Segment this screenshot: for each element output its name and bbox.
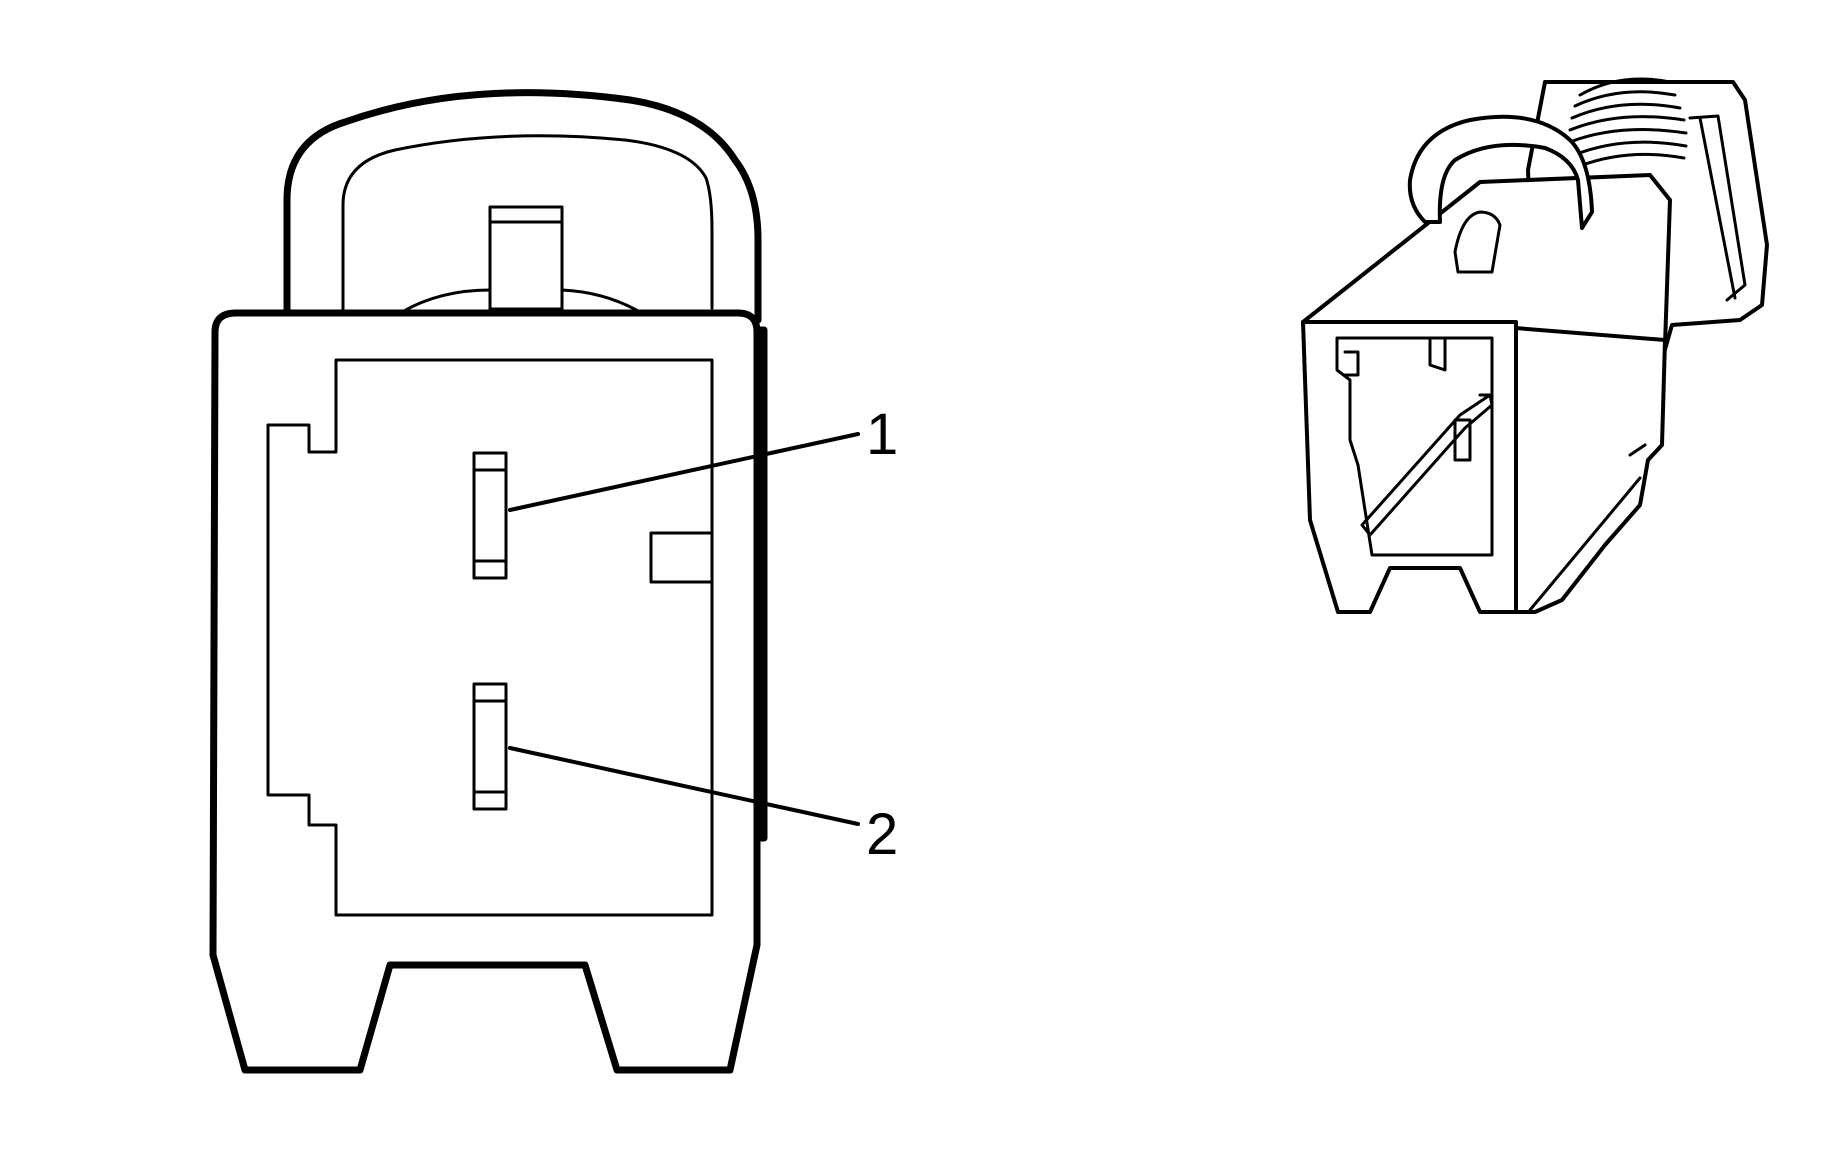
- leader-line-2: [508, 746, 860, 826]
- callout-label-2: 2: [866, 802, 898, 867]
- wire-seal-ribs: [1568, 77, 1688, 168]
- front-face: [1301, 320, 1518, 614]
- lock-loop-outer: [283, 89, 762, 324]
- leader-line-1: [508, 432, 860, 512]
- lock-loop-inner: [341, 134, 714, 314]
- connector-body: [209, 309, 761, 1074]
- terminal-2: [472, 682, 508, 811]
- latch-arc: [400, 288, 642, 314]
- connector-isometric-view: [1301, 77, 1769, 614]
- key-notch: [649, 531, 714, 584]
- callout-label-1: 1: [866, 402, 898, 467]
- terminal-1: [472, 451, 508, 580]
- terminal-cavity: [266, 358, 714, 917]
- iso-latch-tab: [1453, 210, 1502, 274]
- inner-divider: [1360, 393, 1494, 537]
- iso-lock-loop: [1407, 114, 1594, 230]
- front-opening: [1335, 336, 1494, 557]
- latch-tab: [488, 205, 564, 311]
- connector-end-view: 1 2: [209, 89, 898, 1074]
- side-face: [1513, 326, 1667, 614]
